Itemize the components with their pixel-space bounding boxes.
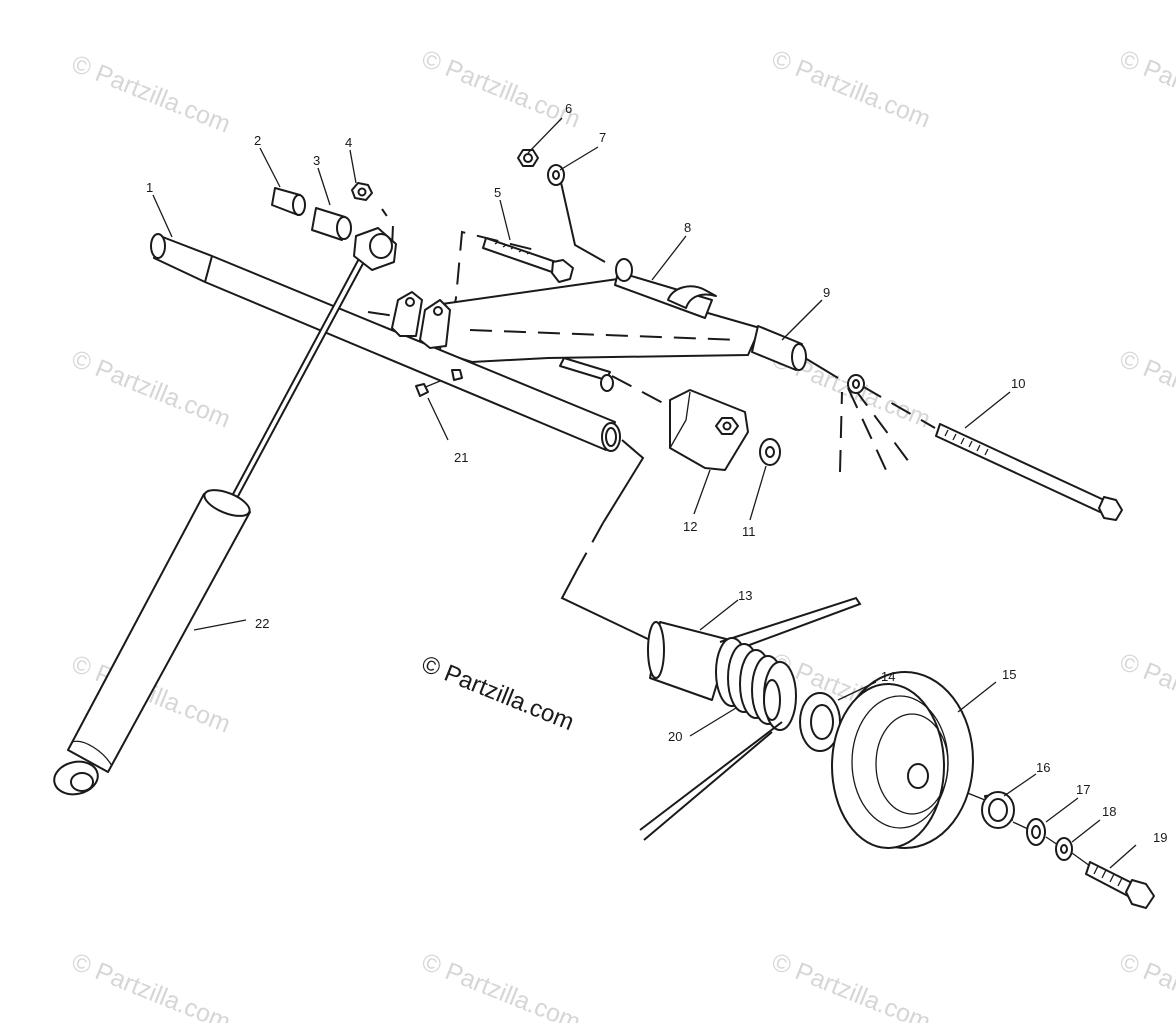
watermark-12: © Partzilla.com bbox=[68, 948, 235, 1023]
callout-16: 16 bbox=[1036, 760, 1050, 775]
callout-8: 8 bbox=[684, 220, 691, 235]
brand-watermark: © Partzilla.com bbox=[418, 651, 578, 737]
callout-12: 12 bbox=[683, 519, 697, 534]
callout-5: 5 bbox=[494, 185, 501, 200]
pivot-shaft bbox=[150, 233, 621, 452]
washer-pivot bbox=[847, 374, 865, 394]
callout-11: 11 bbox=[742, 524, 756, 539]
watermark-5: © Partzilla.com bbox=[68, 345, 235, 434]
idler-wheel bbox=[831, 671, 974, 849]
callout-18: 18 bbox=[1102, 804, 1116, 819]
washer-14 bbox=[799, 692, 841, 752]
block-and-washer bbox=[669, 389, 781, 471]
callout-1: 1 bbox=[146, 180, 153, 195]
callout-6: 6 bbox=[565, 101, 572, 116]
watermark-11: © Partzilla.com bbox=[1116, 648, 1176, 737]
nut-and-washer bbox=[517, 149, 565, 186]
bolt-5 bbox=[482, 237, 574, 283]
callout-22: 22 bbox=[255, 616, 269, 631]
watermark-8: © Partzilla.com bbox=[1116, 345, 1176, 434]
callout-7: 7 bbox=[599, 130, 606, 145]
callout-14: 14 bbox=[881, 669, 895, 684]
callout-3: 3 bbox=[313, 153, 320, 168]
callout-17: 17 bbox=[1076, 782, 1090, 797]
callout-21: 21 bbox=[454, 450, 468, 465]
callout-10: 10 bbox=[1011, 376, 1025, 391]
wheel-hardware bbox=[981, 791, 1155, 909]
callout-2: 2 bbox=[254, 133, 261, 148]
callout-9: 9 bbox=[823, 285, 830, 300]
bushing-9 bbox=[751, 325, 807, 371]
bushings-and-nut bbox=[271, 182, 373, 241]
grease-fitting-21 bbox=[415, 369, 463, 397]
callout-4: 4 bbox=[345, 135, 352, 150]
watermark-4: © Partzilla.com bbox=[1116, 45, 1176, 134]
callout-15: 15 bbox=[1002, 667, 1016, 682]
watermark-3: © Partzilla.com bbox=[768, 45, 935, 134]
shock-absorber bbox=[53, 227, 397, 796]
a-frame-arm bbox=[439, 258, 761, 392]
watermark-1: © Partzilla.com bbox=[68, 50, 235, 139]
watermark-15: © Partzilla.com bbox=[1116, 948, 1176, 1023]
watermark-13: © Partzilla.com bbox=[418, 948, 585, 1023]
watermark-14: © Partzilla.com bbox=[768, 948, 935, 1023]
callout-13: 13 bbox=[738, 588, 752, 603]
spring-assembly bbox=[639, 596, 862, 841]
callout-labels: 1 2 3 4 5 6 7 8 9 10 11 12 13 14 15 16 1… bbox=[146, 101, 1167, 845]
callout-leaders bbox=[152, 117, 1137, 869]
torsion-spring-coils bbox=[715, 637, 797, 731]
callout-20: 20 bbox=[668, 729, 682, 744]
callout-19: 19 bbox=[1153, 830, 1167, 845]
mounting-brackets bbox=[391, 291, 451, 349]
long-bolt-10 bbox=[935, 423, 1123, 521]
